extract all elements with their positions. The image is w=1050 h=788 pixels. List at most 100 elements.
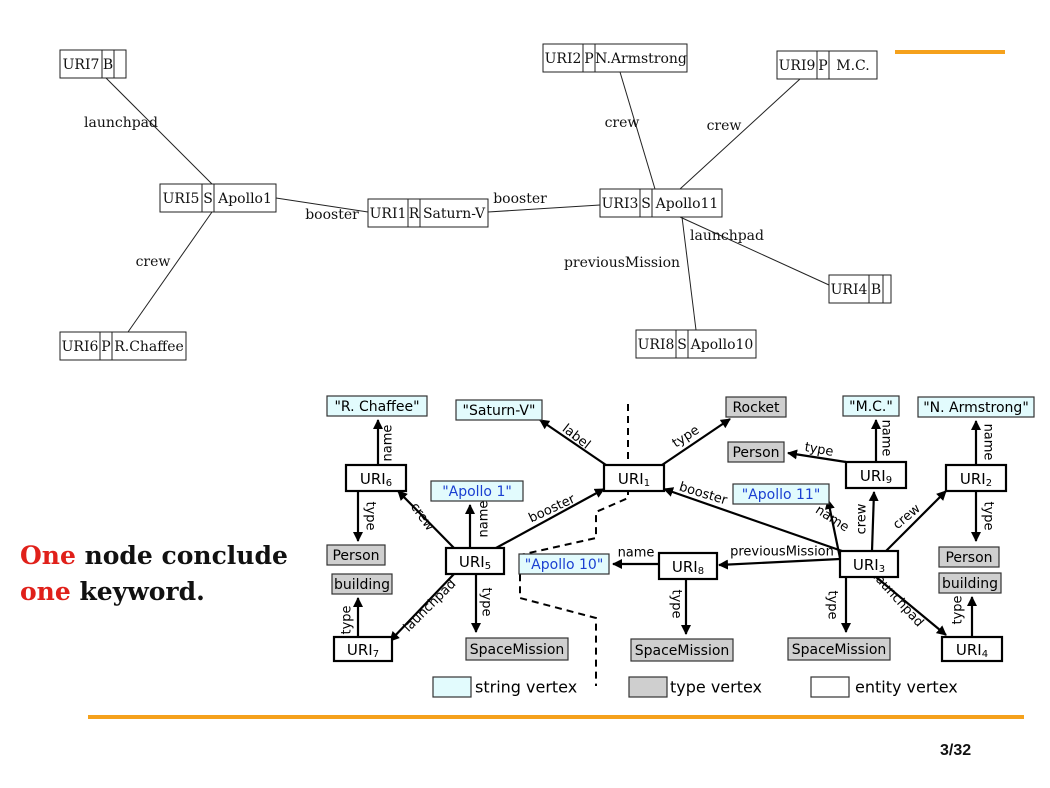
top-edge-label: previousMission [564,255,680,271]
bottom-edge-label: launchpad [401,577,460,636]
bottom-edge-label: previousMission [730,545,834,560]
top-node-cell-text: P [584,51,593,67]
top-node-cell-text: URI1 [370,206,407,222]
top-node-cell-text: S [203,191,213,207]
top-node-cell-text: R.Chaffee [114,339,184,355]
bottom-edge-label: booster [677,480,729,509]
bottom-node-box [657,551,719,581]
top-edge-uri3-uri2: crew [605,71,656,190]
bottom-node-building7: building [331,573,393,595]
bottom-node-uri4: URI4 [940,635,1004,663]
caption-line-2: one keyword. [20,574,288,610]
bottom-node-box [326,544,386,566]
bottom-node-label: "Apollo 10" [525,557,604,573]
top-edge-label: crew [605,115,640,131]
top-edge-line [679,78,801,190]
bottom-edge-arrow [539,419,607,466]
top-edge-line [105,77,213,185]
bottom-node-saturnv: "Saturn-V" [455,399,543,421]
bottom-edge-label: name [812,503,851,536]
bottom-node-uri2: URI2 [944,463,1008,493]
top-node-cell-text: P [101,339,110,355]
bottom-node-building4: building [938,572,1002,594]
bottom-node-label: URI8 [672,558,704,578]
top-accent-bar [895,50,1005,54]
bottom-node-box [838,549,900,579]
bottom-node-box [332,635,394,663]
top-node-cell [111,331,187,361]
top-edge-line [619,71,656,190]
bottom-node-box [944,463,1008,493]
bottom-edge-arrow [868,491,879,552]
top-node-cell [419,198,489,228]
caption: One node conclude one keyword. [20,538,288,610]
bottom-node-box [940,635,1004,663]
caption-highlight-2: one [20,577,71,606]
top-node-cell-text: Apollo10 [690,337,754,353]
bottom-node-uri7: URI7 [332,635,394,663]
bottom-node-label: SpaceMission [470,642,565,658]
bottom-edge-uri1-rocket: type [661,418,731,466]
top-node-cell [542,43,584,73]
top-edge-uri3-uri8: previousMission [564,216,697,331]
bottom-node-label: "M.C." [849,399,893,415]
bottom-edge-uri6-person6: type [353,491,378,542]
bottom-edge-label: type [951,595,966,624]
bottom-node-label: URI4 [956,641,988,661]
bottom-edge-arrow [397,490,455,549]
top-node-cell-text: URI5 [163,191,200,207]
bottom-edge-arrow [787,449,847,464]
top-node-cell-text: URI8 [638,337,675,353]
bottom-edge-label: crew [855,503,870,534]
bottom-edge-uri5-apollo1: name [465,501,492,548]
bottom-accent-rule [88,715,1024,719]
top-edge-uri5-uri1: booster [275,197,369,223]
bottom-node-box [938,572,1002,594]
bottom-node-spacemission3: SpaceMission [787,637,891,661]
bottom-edge-uri2-person2: type [971,491,996,542]
top-node-cell [59,49,103,79]
top-node-cell [59,331,101,361]
legend-item-type: type vertex [628,676,762,698]
top-node-cell [213,183,277,213]
bottom-node-box [455,399,543,421]
bottom-edge-uri6-rchaffee: name [373,419,396,465]
bottom-edge-uri9-mc: name [871,419,894,462]
top-edge-line [679,216,830,286]
top-edge-label: booster [305,207,359,223]
bottom-edge-arrow [495,488,605,549]
bottom-node-box [344,463,408,493]
caption-rest-2: keyword. [70,577,205,606]
bottom-node-label: "N. Armstrong" [923,400,1029,416]
bottom-edge-arrow [663,487,843,553]
bottom-edge-uri3-uri4: launchpad [870,570,947,636]
bottom-edge-label: name [618,546,655,561]
bottom-edge-uri5-uri7: launchpad [389,573,460,642]
bottom-edge-arrow [875,576,947,636]
top-node-cell [882,274,892,304]
bottom-edge-arrow [389,573,455,642]
legend-swatch [432,676,472,698]
legend-swatch [810,676,850,698]
top-edge-label: crew [136,254,171,270]
bottom-edge-uri9-person9: type [787,440,847,464]
bottom-edge-label: type [670,423,703,451]
top-node-cell [776,50,818,80]
bottom-node-box [518,553,610,575]
bottom-node-spacemission5: SpaceMission [465,637,569,661]
top-edge-label: crew [707,118,742,134]
bottom-node-uri8: URI8 [657,551,719,581]
legend-item-string: string vertex [432,676,577,698]
top-node-cell [651,188,723,218]
bottom-node-label: building [942,576,998,592]
bottom-edge-uri3-uri9: crew [855,491,879,552]
bottom-node-apollo10: "Apollo 10" [518,553,610,575]
bottom-node-box [326,395,428,417]
bottom-node-box [465,637,569,661]
top-node-cell-text: URI9 [779,58,816,74]
